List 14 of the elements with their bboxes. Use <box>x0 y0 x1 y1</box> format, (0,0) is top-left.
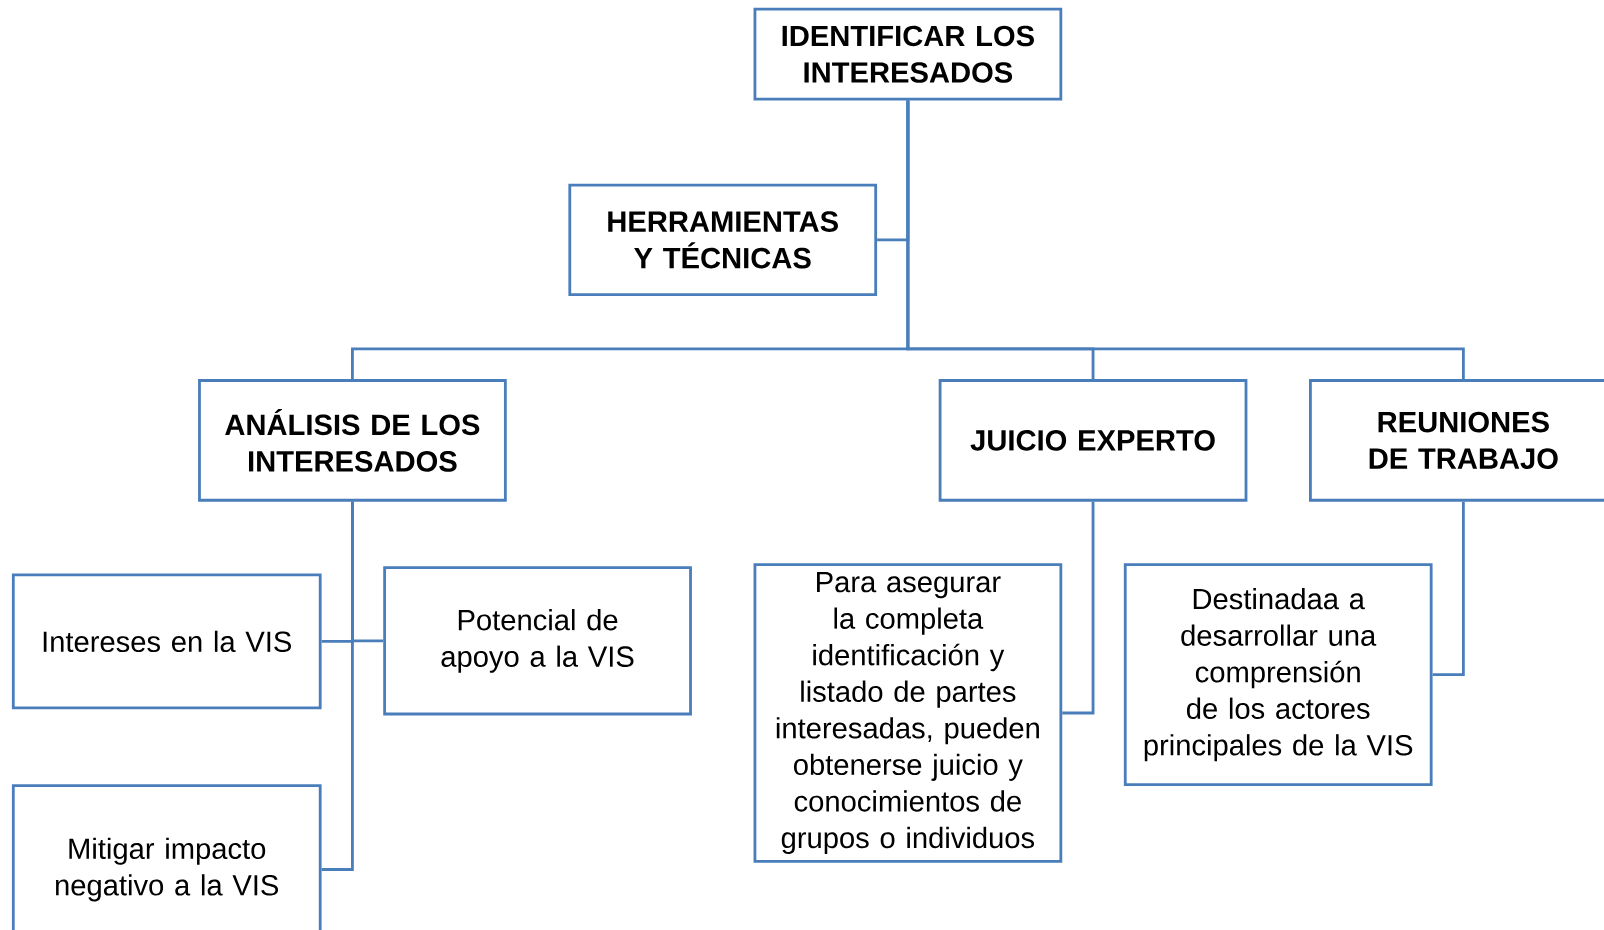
heading-box: ANÁLISIS DE LOS INTERESADOS <box>198 379 507 502</box>
heading-box: JUICIO EXPERTO <box>938 379 1248 502</box>
text-box: Potencial de apoyo a la VIS <box>383 566 692 716</box>
text-box: Para asegurar la completa identificación y listado de partes interesadas, pueden obtenerse juicio y conocimientos de grupos o individuos <box>753 563 1063 863</box>
text-box: Mitigar impacto negativo a la VIS <box>11 784 322 930</box>
text-box: Intereses en la VIS <box>11 573 322 710</box>
connector-line <box>1432 501 1465 677</box>
heading-box: REUNIONES DE TRABAJO <box>1309 379 1604 502</box>
connector-line <box>1062 501 1095 715</box>
connector-line <box>906 100 1465 380</box>
heading-box: IDENTIFICAR LOS INTERESADOS <box>753 7 1063 101</box>
heading-box: HERRAMIENTAS Y TÉCNICAS <box>568 183 878 297</box>
text-box: Destinadaa a desarrollar una comprensión de los actores principales de la VIS <box>1123 563 1433 786</box>
connector-line <box>321 501 354 871</box>
